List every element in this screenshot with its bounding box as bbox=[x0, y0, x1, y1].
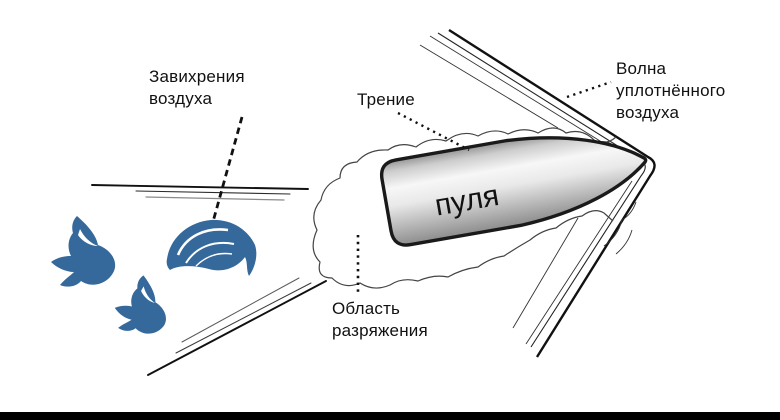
shock-wave-main-line bbox=[448, 28, 656, 358]
vortices-label: Завихрения воздуха bbox=[149, 66, 245, 110]
compression-wave-label-line2: уплотнённого bbox=[616, 81, 726, 100]
friction-leader-dotted-line bbox=[397, 111, 470, 152]
vortices-label-line2: воздуха bbox=[149, 89, 213, 108]
vortex-streak bbox=[185, 242, 235, 264]
vortex-swirl-shape bbox=[51, 216, 116, 287]
vortex-swirl-icon bbox=[51, 216, 116, 287]
compression-wave-leader-dotted-line bbox=[566, 80, 612, 99]
wake-line bbox=[181, 277, 300, 343]
compression-wave-label-line3: воздуха bbox=[616, 103, 680, 122]
vortices-group bbox=[51, 216, 257, 334]
compression-wave-label-line1: Волна bbox=[616, 59, 667, 78]
tip-squiggle bbox=[603, 201, 637, 247]
vortex-highlight bbox=[78, 229, 98, 246]
vortex-streak bbox=[176, 228, 229, 256]
compression-wave-label: Волна уплотнённого воздуха bbox=[616, 58, 725, 124]
vortex-swirl-icon bbox=[114, 275, 166, 334]
wake-line bbox=[147, 280, 327, 376]
vortex-highlight bbox=[141, 286, 156, 304]
wake-lines-upper bbox=[91, 184, 309, 201]
rarefaction-cloud-outline bbox=[312, 127, 617, 289]
wake-line bbox=[175, 282, 312, 354]
wake-line bbox=[91, 184, 309, 190]
vortices-leader-dashed-line bbox=[209, 116, 244, 230]
wake-line bbox=[135, 190, 291, 195]
tip-squiggle bbox=[615, 229, 633, 255]
shock-wave-lines bbox=[419, 28, 656, 358]
shock-wave-thin-line bbox=[525, 180, 633, 345]
friction-label: Трение bbox=[357, 89, 415, 111]
shock-wave-thin-line bbox=[512, 217, 579, 329]
wake-line bbox=[145, 196, 285, 201]
rarefaction-label-line1: Область bbox=[332, 299, 401, 318]
friction-label-line1: Трение bbox=[357, 90, 415, 109]
rarefaction-label: Область разряжения bbox=[332, 298, 428, 342]
bottom-black-bar bbox=[0, 412, 780, 420]
rarefaction-label-line2: разряжения bbox=[332, 321, 428, 340]
bullet-shape: пуля bbox=[379, 136, 648, 247]
vortex-swirl-shape bbox=[114, 275, 166, 334]
bullet-body bbox=[379, 136, 648, 247]
vortex-wave-icon bbox=[166, 219, 257, 276]
vortex-streak bbox=[195, 252, 233, 267]
wake-lines-lower bbox=[147, 277, 327, 376]
shock-wave-thin-line bbox=[429, 35, 627, 158]
leader-lines bbox=[209, 80, 612, 292]
shock-wave-thin-line bbox=[419, 44, 559, 129]
vortex-wave-shape bbox=[166, 219, 257, 276]
vortices-label-line1: Завихрения bbox=[149, 67, 245, 86]
